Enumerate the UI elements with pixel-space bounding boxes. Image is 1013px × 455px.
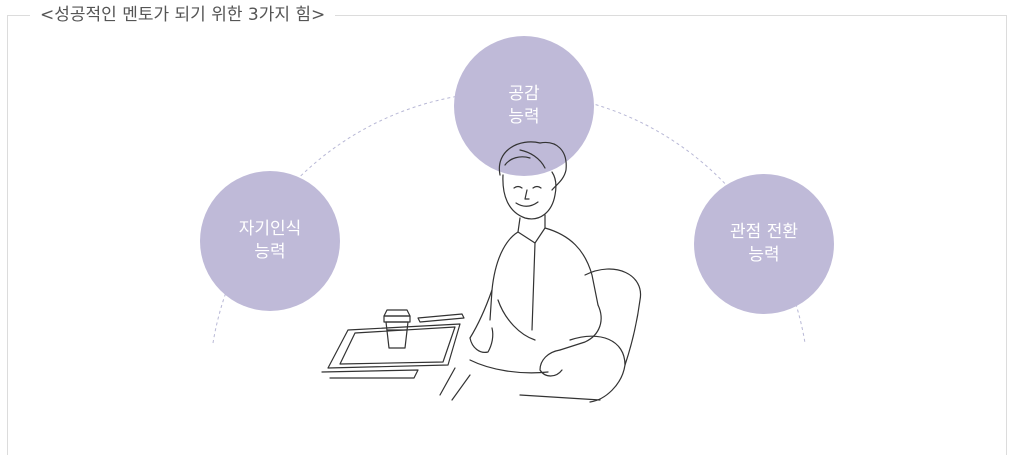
bubble-empathy-line2: 능력 <box>508 107 540 127</box>
section-heading: <성공적인 멘토가 되기 위한 3가지 힘> <box>30 4 336 26</box>
bubble-empathy: 공감 능력 <box>454 36 594 176</box>
bubble-perspective: 관점 전환 능력 <box>694 174 834 314</box>
bubble-self-awareness-line1: 자기인식 <box>238 219 302 239</box>
bubble-perspective-line1: 관점 전환 <box>730 222 798 242</box>
bubble-self-awareness-line2: 능력 <box>254 242 286 262</box>
bubble-perspective-line2: 능력 <box>748 245 780 265</box>
bubble-self-awareness: 자기인식 능력 <box>200 171 340 311</box>
section-frame <box>7 15 1007 455</box>
bubble-empathy-line1: 공감 <box>508 84 540 104</box>
seated-man-with-coffee-icon <box>321 141 642 403</box>
